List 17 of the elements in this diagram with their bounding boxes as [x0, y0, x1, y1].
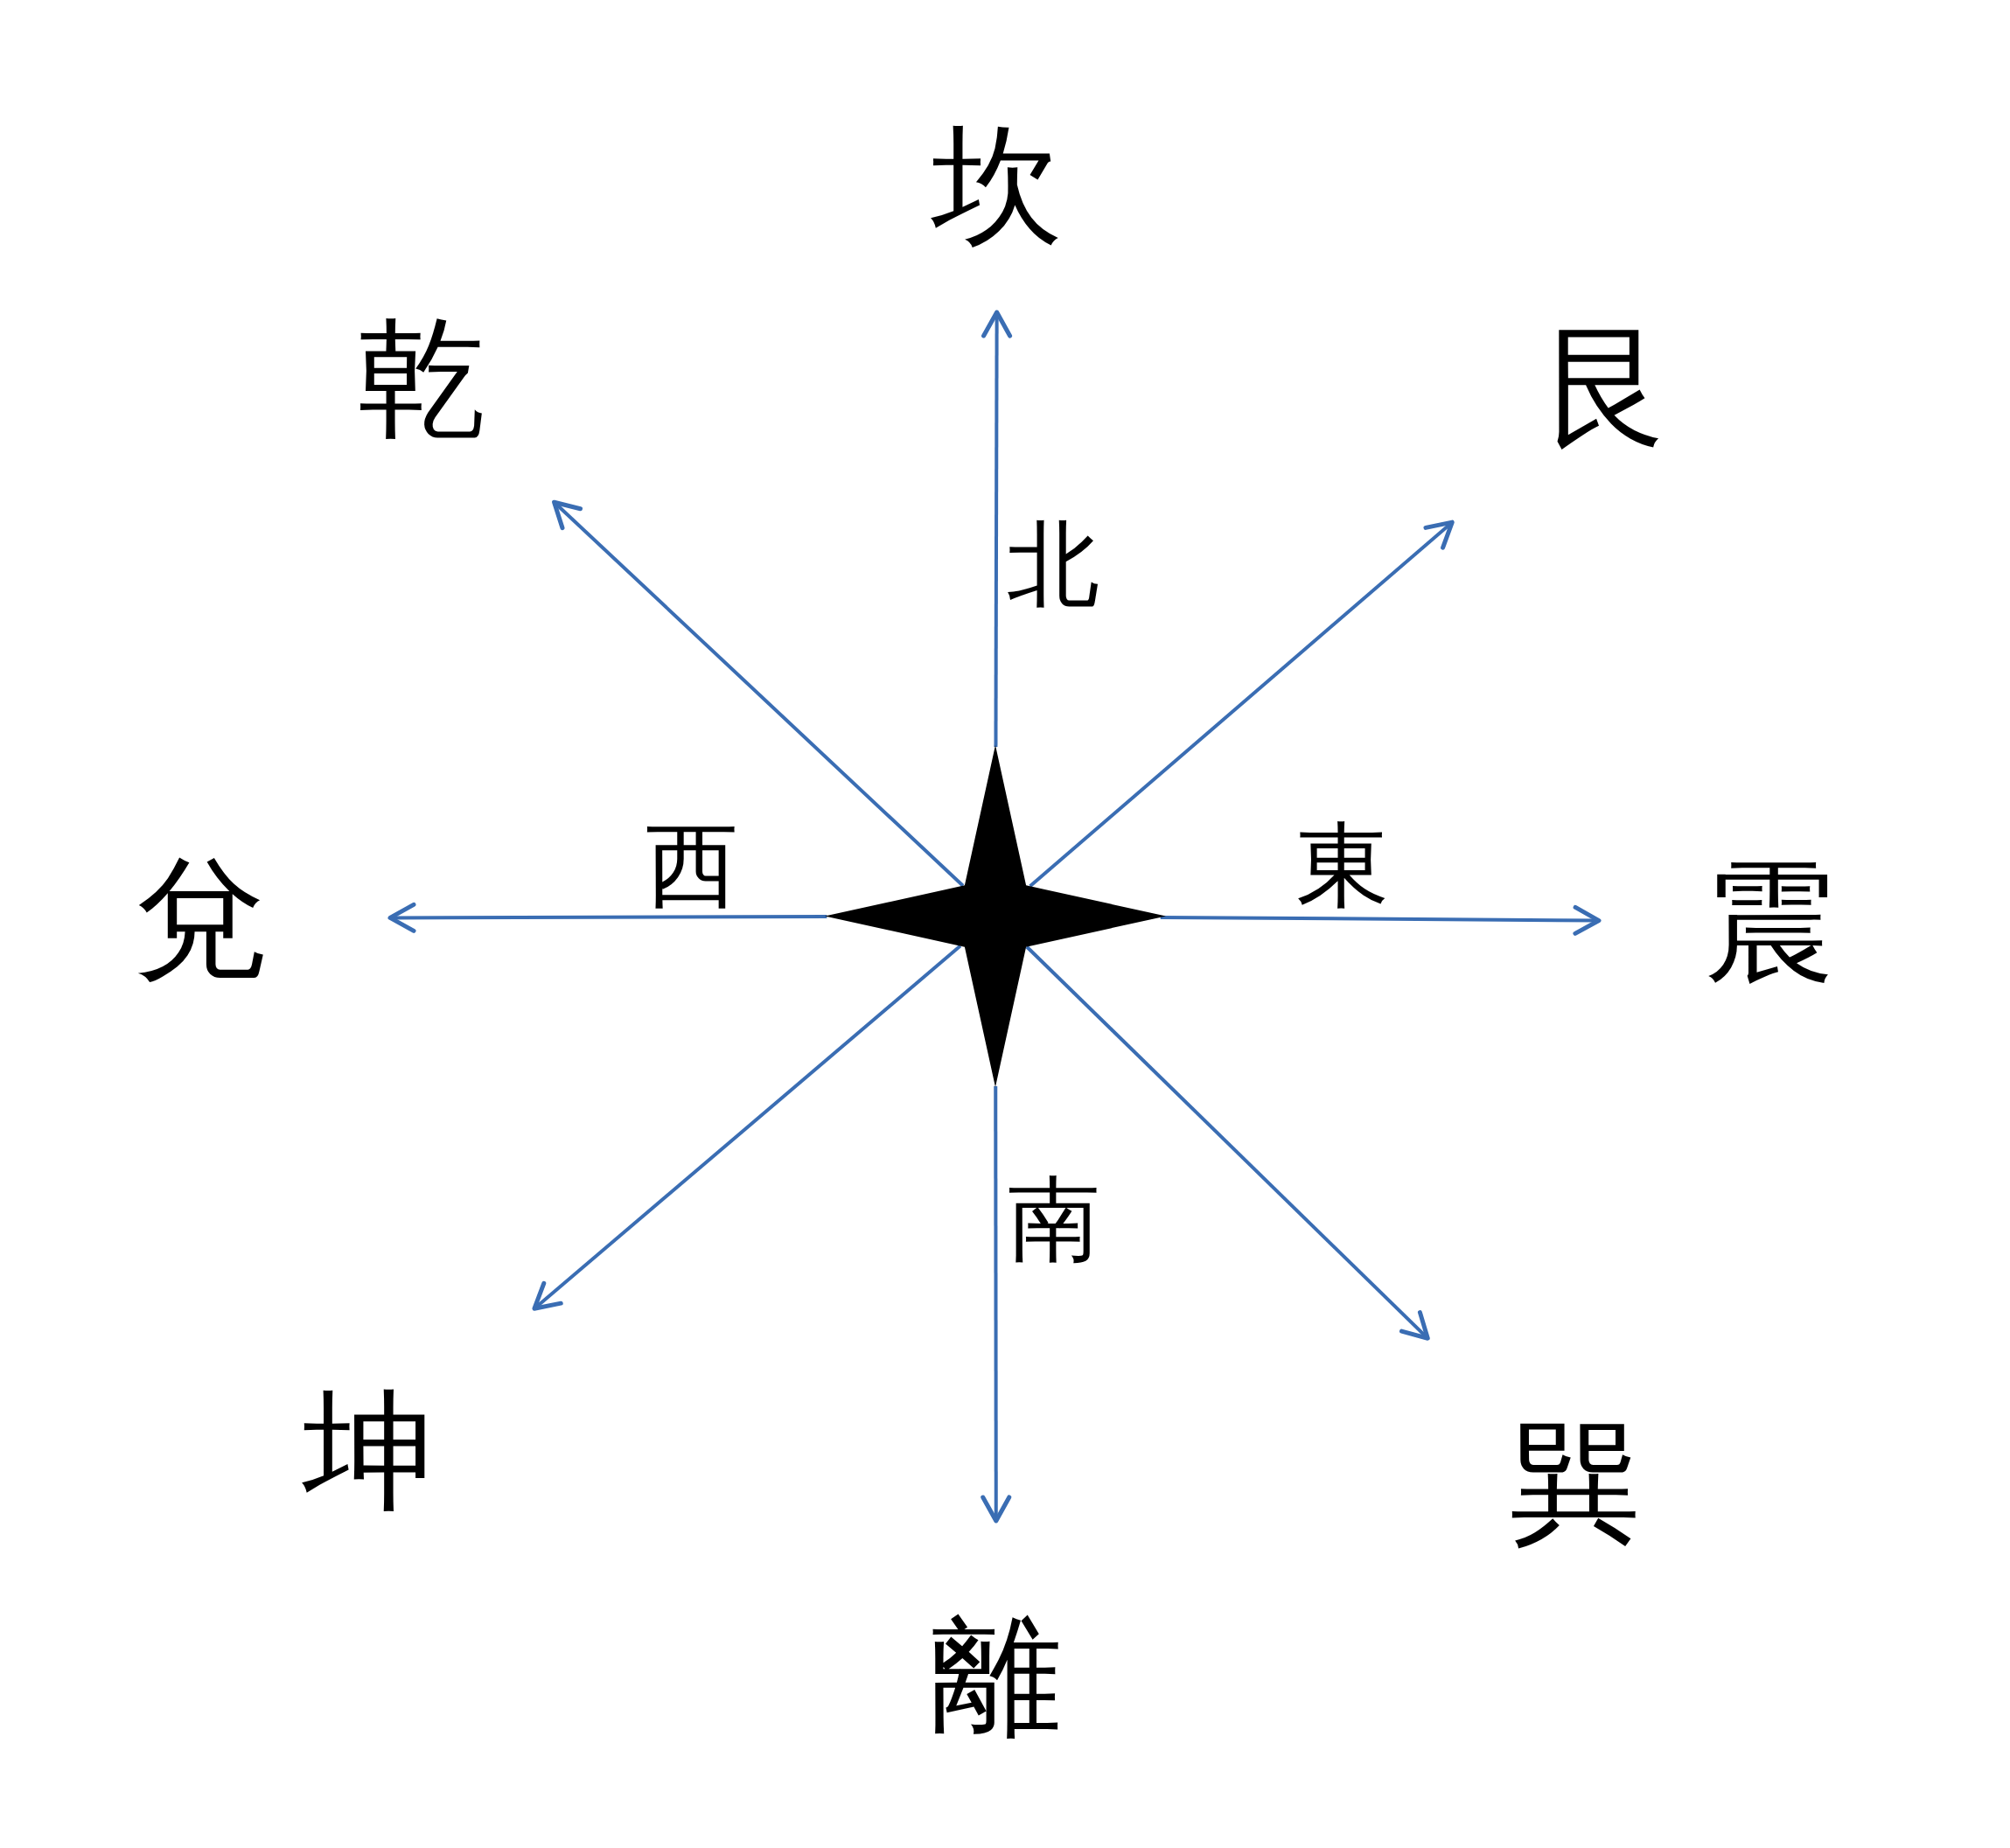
trigram-label: 艮 — [1543, 322, 1674, 453]
arrow — [1029, 520, 1455, 888]
arrow — [981, 310, 1013, 748]
arrow — [1025, 945, 1430, 1341]
arrow — [552, 499, 965, 888]
arrow — [981, 1085, 1012, 1524]
trigram-label: 乾 — [356, 312, 487, 443]
arrow — [1160, 904, 1602, 936]
arrow — [387, 902, 827, 933]
trigram-label: 兌 — [135, 853, 266, 984]
trigram-label: 震 — [1704, 856, 1835, 987]
trigram-label: 坎 — [932, 120, 1063, 251]
trigram-label: 坤 — [303, 1384, 434, 1516]
compass-star — [825, 745, 1166, 1087]
trigram-label: 離 — [931, 1610, 1062, 1741]
trigram-label: 巽 — [1510, 1417, 1641, 1548]
arrow — [532, 945, 962, 1311]
